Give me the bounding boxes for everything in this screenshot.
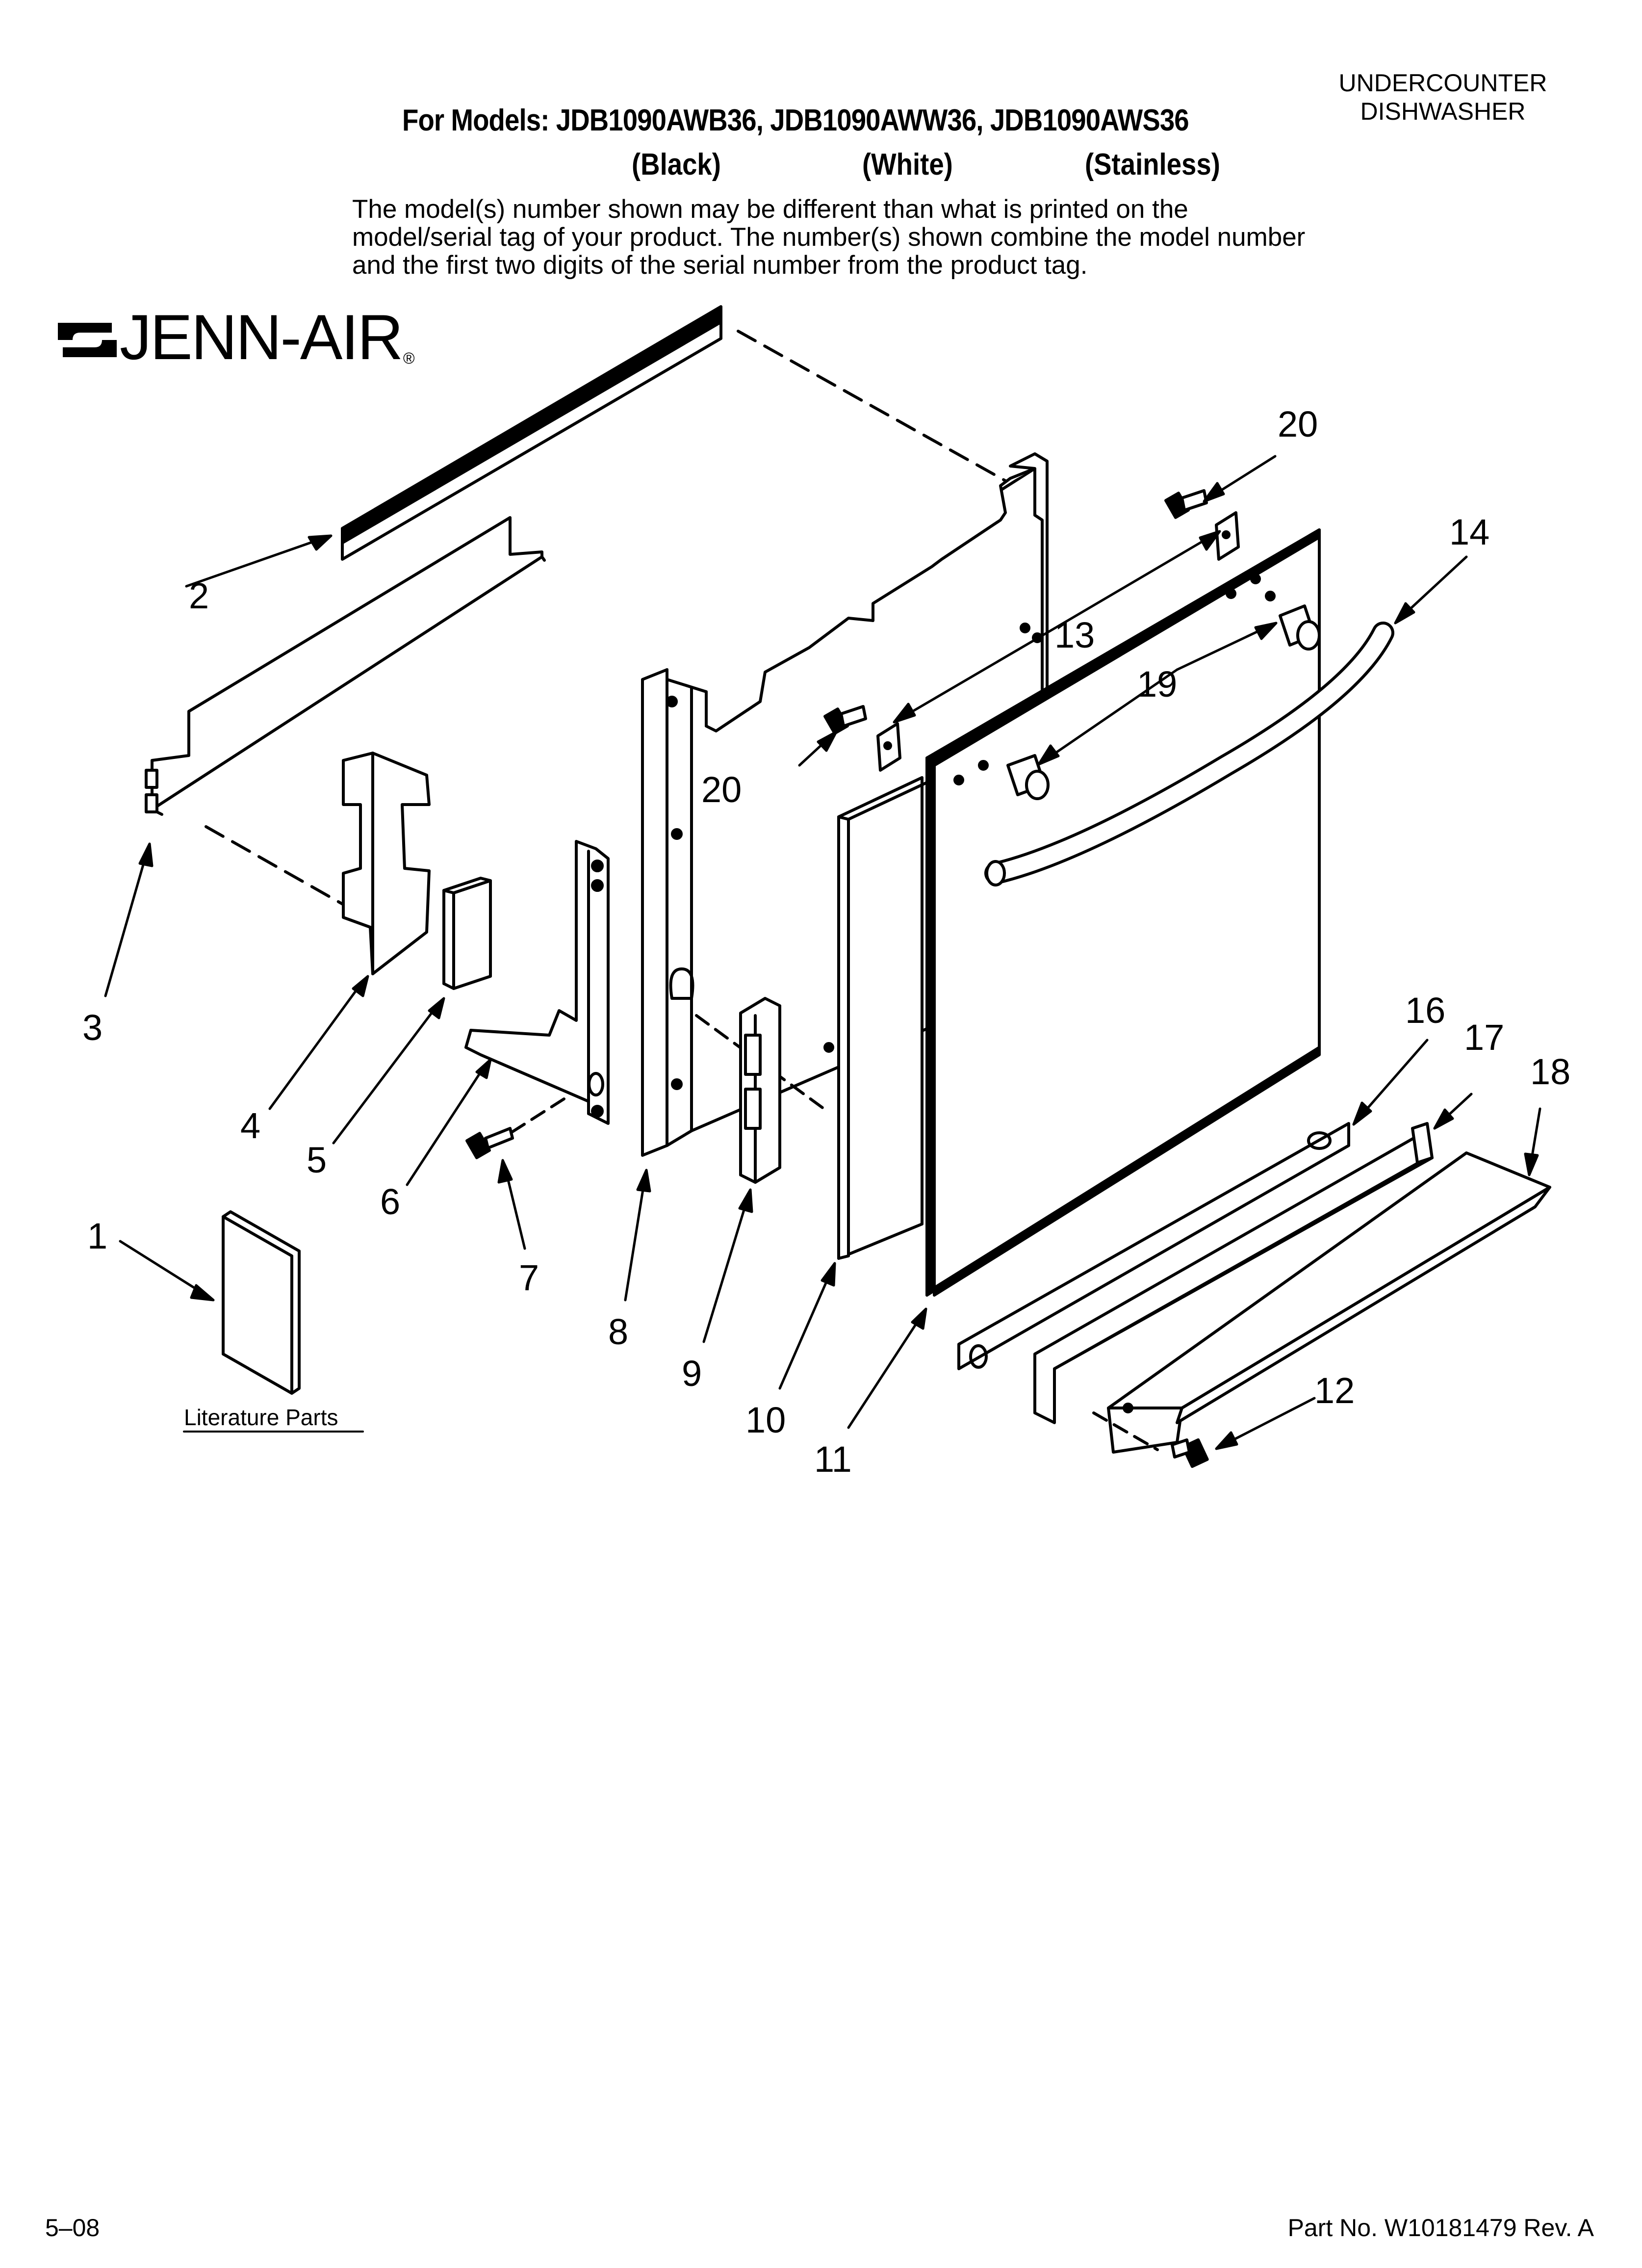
revision-date: 5–08 xyxy=(45,2214,100,2242)
callout-14: 14 xyxy=(1449,512,1489,552)
part-19-handle-end-cap xyxy=(1006,591,1321,800)
brand-name: JENN-AIR xyxy=(120,301,403,373)
part-11-outer-door-panel xyxy=(925,528,1321,1297)
part-9-door-link xyxy=(739,997,781,1184)
callout-6: 6 xyxy=(380,1181,400,1222)
dash-line-12 xyxy=(1092,1411,1159,1451)
part-number: Part No. W10181479 Rev. A xyxy=(1287,2214,1594,2242)
part-12-screw xyxy=(1171,1438,1209,1468)
callout-5: 5 xyxy=(307,1140,327,1180)
callout-16: 16 xyxy=(1405,990,1445,1031)
dash-line-6 xyxy=(509,1097,565,1135)
callout-8: 8 xyxy=(608,1311,628,1352)
jenn-air-logo-mark-icon xyxy=(58,323,117,357)
part-5-pad xyxy=(442,877,492,990)
part-16-bottom-rail xyxy=(957,1122,1350,1370)
callout-20-lower: 20 xyxy=(701,769,742,810)
callout-7: 7 xyxy=(519,1257,539,1298)
brand-registered-mark: ® xyxy=(403,349,415,367)
callout-12: 12 xyxy=(1314,1370,1355,1411)
part-7-screw xyxy=(465,1127,514,1159)
callout-1: 1 xyxy=(87,1216,107,1256)
color-black: (Black) xyxy=(632,148,721,182)
part-4-bracket xyxy=(342,752,431,975)
category-label: UNDERCOUNTER DISHWASHER xyxy=(1291,69,1595,126)
part-1-literature-booklet xyxy=(222,1210,301,1395)
part-6-hinge-bracket xyxy=(464,840,610,1125)
model-note: The model(s) number shown may be differe… xyxy=(352,195,1306,280)
dash-line-3 xyxy=(205,825,355,912)
callout-9: 9 xyxy=(682,1353,702,1394)
models-line: For Models: JDB1090AWB36, JDB1090AWW36, … xyxy=(402,104,1189,137)
callout-2: 2 xyxy=(189,575,209,616)
callout-19: 19 xyxy=(1137,664,1177,704)
dash-line-2 xyxy=(737,330,1007,482)
part-20-screw xyxy=(823,489,1208,735)
color-white: (White) xyxy=(862,148,953,182)
category-line-1: UNDERCOUNTER xyxy=(1338,69,1547,97)
part-3-side-panel xyxy=(145,516,546,816)
category-line-2: DISHWASHER xyxy=(1360,98,1526,125)
callout-11: 11 xyxy=(814,1439,852,1480)
part-10-door-panel xyxy=(837,776,928,1260)
callout-4: 4 xyxy=(240,1105,260,1146)
callout-3: 3 xyxy=(82,1007,103,1048)
callout-10: 10 xyxy=(745,1400,786,1440)
callout-20-upper: 20 xyxy=(1278,404,1318,444)
part-13-mounting-bracket xyxy=(876,511,1240,772)
part-17-toe-kick xyxy=(1033,1122,1434,1424)
leader-arrows xyxy=(104,455,1541,1450)
callout-13: 13 xyxy=(1054,615,1095,655)
part-14-door-handle xyxy=(984,622,1394,886)
callout-18: 18 xyxy=(1530,1051,1570,1092)
literature-parts-label: Literature Parts xyxy=(184,1405,338,1430)
callout-17: 17 xyxy=(1464,1017,1504,1058)
part-2-top-trim-strip xyxy=(341,305,722,561)
color-stainless: (Stainless) xyxy=(1085,148,1220,182)
exploded-parts-diagram: 1 2 3 4 5 6 7 8 9 10 11 12 13 14 16 17 1… xyxy=(82,305,1570,1480)
